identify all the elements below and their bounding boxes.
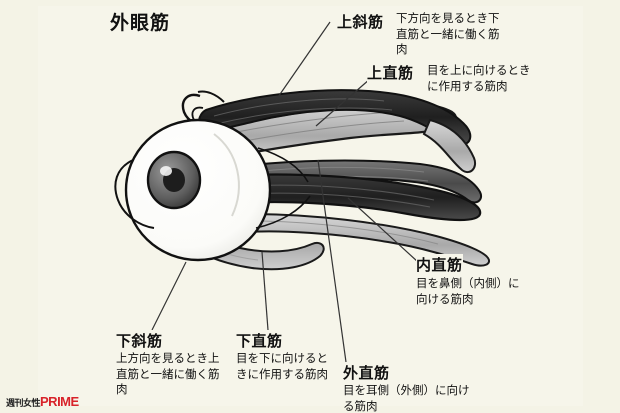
label-superior-rectus: 上直筋 (367, 62, 414, 83)
label-inferior-rectus: 下直筋 (236, 330, 283, 351)
desc-lateral-rectus: 目を耳側（外側）に向ける筋肉 (343, 385, 470, 413)
desc-inferior-oblique: 上方向を見るとき上直筋と一緒に働く筋肉 (116, 353, 220, 397)
label-superior-oblique: 上斜筋 (337, 11, 384, 32)
watermark-prefix: 週刊女性 (6, 398, 41, 408)
eyeball (114, 118, 272, 262)
watermark: 週刊女性PRIME (6, 394, 79, 409)
leader-lateral-rectus (317, 159, 347, 363)
leader-inferior-oblique (151, 261, 187, 331)
desc-inferior-rectus: 目を下に向けるときに作用する筋肉 (236, 353, 328, 381)
muscle-superior-rectus-tail (422, 118, 476, 174)
leader-medial-rectus (347, 197, 419, 263)
desc-superior-oblique: 下方向を見るとき下直筋と一緒に働く筋肉 (396, 13, 500, 57)
figure-title: 外眼筋 (110, 13, 171, 34)
desc-medial-rectus: 目を鼻側（内側）に向ける筋肉 (416, 278, 520, 306)
desc-superior-rectus: 目を上に向けるときに作用する筋肉 (427, 65, 531, 93)
leader-superior-oblique (275, 21, 331, 101)
watermark-accent: PRIME (40, 393, 79, 409)
optic-nerve-cone (255, 147, 311, 229)
leader-inferior-rectus (261, 251, 269, 331)
label-inferior-oblique: 下斜筋 (116, 330, 163, 351)
label-lateral-rectus: 外直筋 (343, 362, 390, 383)
label-medial-rectus: 内直筋 (416, 254, 463, 275)
